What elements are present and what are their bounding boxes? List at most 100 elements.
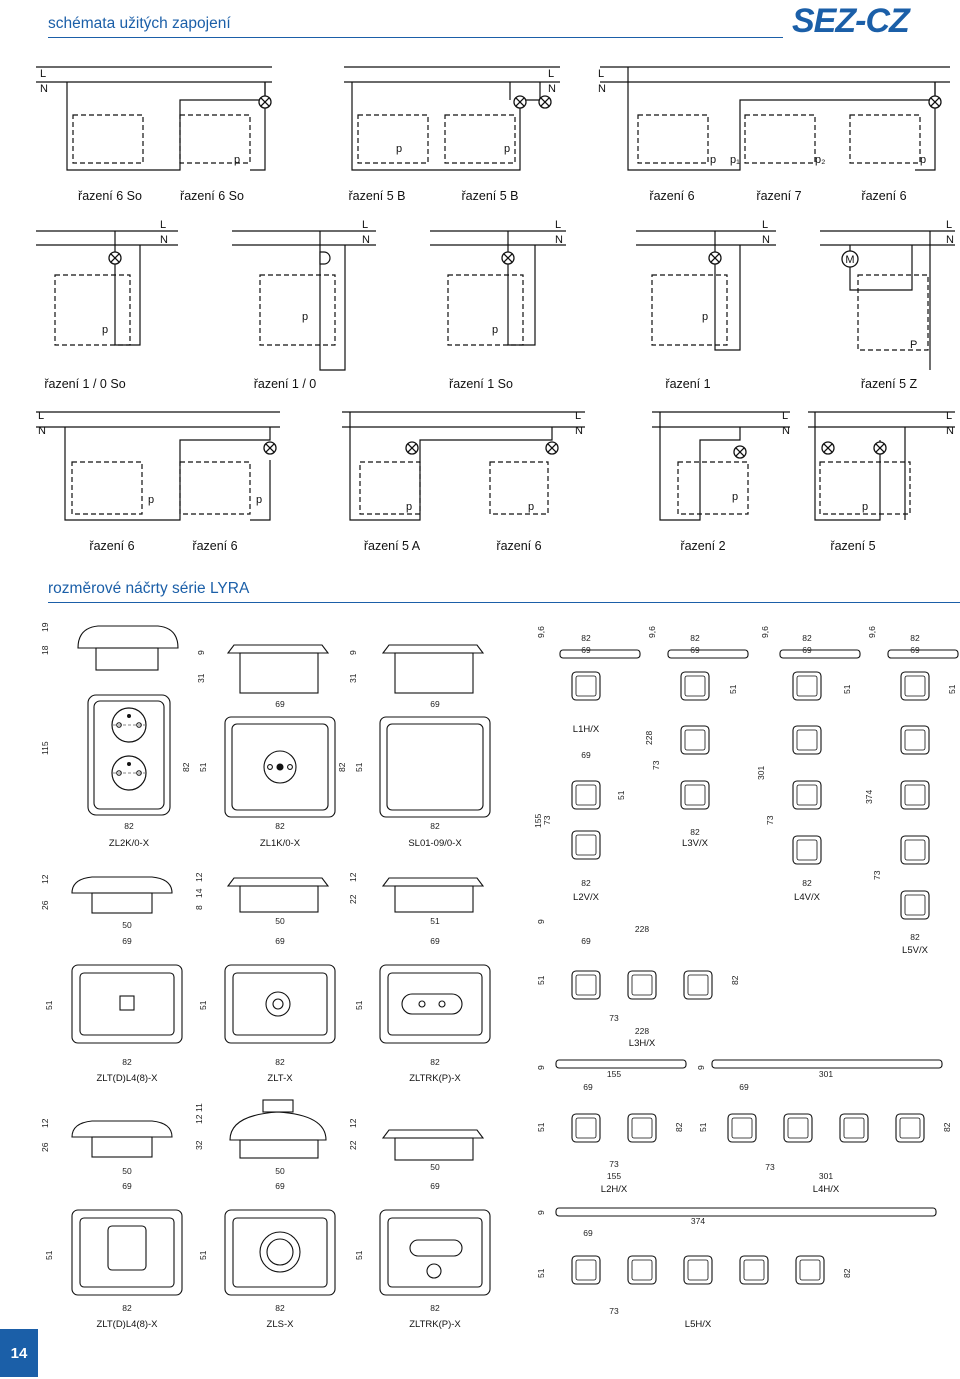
caption: řazení 7 [756, 189, 801, 203]
dim: 69 [739, 1082, 749, 1092]
dim: 32 [194, 1140, 204, 1150]
caption: řazení 6 [649, 189, 694, 203]
dim: 50 [430, 1162, 440, 1172]
dim: 18 [40, 645, 50, 655]
dim: 26 [40, 1142, 50, 1152]
dimension-drawings [71, 625, 959, 1296]
dim: 82 [275, 1057, 285, 1067]
dim: 115 [40, 741, 50, 755]
dim: 69 [275, 1181, 285, 1191]
dim: 51 [616, 790, 626, 800]
dim: 19 [40, 622, 50, 632]
label-N: N [548, 83, 556, 95]
caption: řazení 6 So [180, 189, 244, 203]
dim: 12 [40, 874, 50, 884]
label-p: p [302, 311, 308, 323]
dim: 51 [44, 1000, 54, 1010]
dim: 301 [756, 766, 766, 780]
caption: řazení 1 So [449, 377, 513, 391]
label-P: P [910, 339, 917, 351]
dim: 69 [910, 645, 920, 655]
brand-logo: SEZ-CZ [792, 2, 910, 40]
dim: 82 [842, 1268, 852, 1278]
label-N: N [575, 425, 583, 437]
dim: 31 [348, 673, 358, 683]
dim: 69 [802, 645, 812, 655]
motor-label: M [845, 254, 854, 266]
dim: 50 [275, 916, 285, 926]
label-p: p [256, 494, 262, 506]
caption: řazení 6 [89, 539, 134, 553]
dim: 73 [765, 1162, 775, 1172]
dim: 9,6 [760, 626, 770, 638]
label-L: L [782, 410, 788, 422]
product-L3H: L3H/X [629, 1038, 656, 1049]
caption: řazení 6 [496, 539, 541, 553]
label-p: p [148, 494, 154, 506]
page-title: schémata užitých zapojení [48, 15, 231, 32]
wiring-row-1 [36, 66, 950, 171]
dim: 155 [533, 814, 543, 828]
dim: 82 [690, 827, 700, 837]
dim: 9 [196, 650, 206, 655]
dim: 69 [583, 1228, 593, 1238]
dim: 51 [698, 1122, 708, 1132]
label-L: L [946, 410, 952, 422]
label-p: p [702, 311, 708, 323]
label-L: L [38, 410, 44, 422]
dim: 82 [674, 1122, 684, 1132]
dim: 69 [583, 1082, 593, 1092]
product-ZLTD-1: ZLT(D)L4(8)-X [96, 1073, 158, 1084]
dim: 11 [194, 1103, 204, 1112]
dim: 82 [802, 878, 812, 888]
dim: 82 [802, 633, 812, 643]
dim: 69 [122, 936, 132, 946]
dim: 51 [947, 684, 957, 694]
product-ZLT: ZLT-X [267, 1073, 293, 1084]
product-ZLTD-2: ZLT(D)L4(8)-X [96, 1319, 158, 1330]
product-L1H: L1H/X [573, 724, 600, 735]
dim: 50 [122, 920, 132, 930]
label-L: L [598, 68, 604, 80]
wiring-captions: řazení 6 So řazení 6 So řazení 5 B řazen… [44, 189, 917, 553]
label-N: N [598, 83, 606, 95]
dim: 82 [430, 821, 440, 831]
dim: 82 [910, 633, 920, 643]
dim: 301 [819, 1171, 833, 1181]
dim: 69 [275, 699, 285, 709]
dim: 69 [122, 1181, 132, 1191]
dim: 12 [194, 1114, 204, 1124]
dim: 51 [354, 762, 364, 772]
dim: 9,6 [536, 626, 546, 638]
dim: 228 [644, 731, 654, 745]
dim: 51 [842, 684, 852, 694]
dim: 50 [122, 1166, 132, 1176]
dimension-numbers: 18 19 31 9 31 9 69 69 115 82 51 82 51 82… [40, 622, 957, 1316]
label-p: p [710, 154, 716, 166]
dim: 82 [581, 878, 591, 888]
product-SL01: SL01-09/0-X [408, 838, 462, 849]
product-ZLTRK-1: ZLTRK(P)-X [409, 1073, 461, 1084]
dim: 51 [728, 684, 738, 694]
label-L: L [762, 219, 768, 231]
dim: 69 [430, 1181, 440, 1191]
dim: 155 [607, 1069, 621, 1079]
label-p: p [528, 501, 534, 513]
label-p: p [492, 324, 498, 336]
label-N: N [362, 234, 370, 246]
label-N: N [946, 234, 954, 246]
caption: řazení 2 [680, 539, 725, 553]
label-p: p [102, 324, 108, 336]
dim: 51 [536, 975, 546, 985]
dim: 51 [198, 1250, 208, 1260]
dim: 9 [696, 1065, 706, 1070]
label-L: L [40, 68, 46, 80]
dim: 374 [864, 790, 874, 804]
label-p: p [406, 501, 412, 513]
dim: 73 [872, 870, 882, 880]
dim: 82 [910, 932, 920, 942]
dim: 69 [275, 936, 285, 946]
caption: řazení 1 [665, 377, 710, 391]
dim: 12 [40, 1118, 50, 1128]
dim: 73 [609, 1159, 619, 1169]
